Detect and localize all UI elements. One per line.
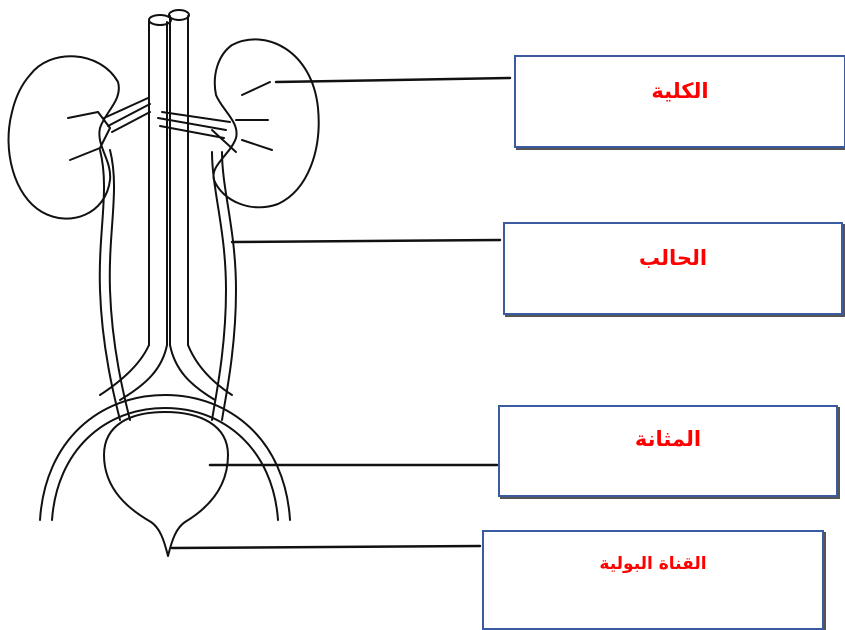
ureter-label: الحالب [505,246,841,270]
bladder-label-box: المثانة [498,405,838,497]
ureter-label-box: الحالب [503,222,843,315]
pelvic-arches [40,395,290,520]
kidney-label-box: الكلية [514,55,845,148]
urethra-label-box: القناة البولية [482,530,824,630]
left-kidney [9,56,119,218]
urethra-label: القناة البولية [484,554,822,574]
kidney-label: الكلية [516,79,844,103]
great-vessels [100,10,232,400]
bladder-label: المثانة [500,427,836,451]
leader-lines [172,78,510,548]
bladder [104,412,228,556]
right-kidney [213,39,318,207]
